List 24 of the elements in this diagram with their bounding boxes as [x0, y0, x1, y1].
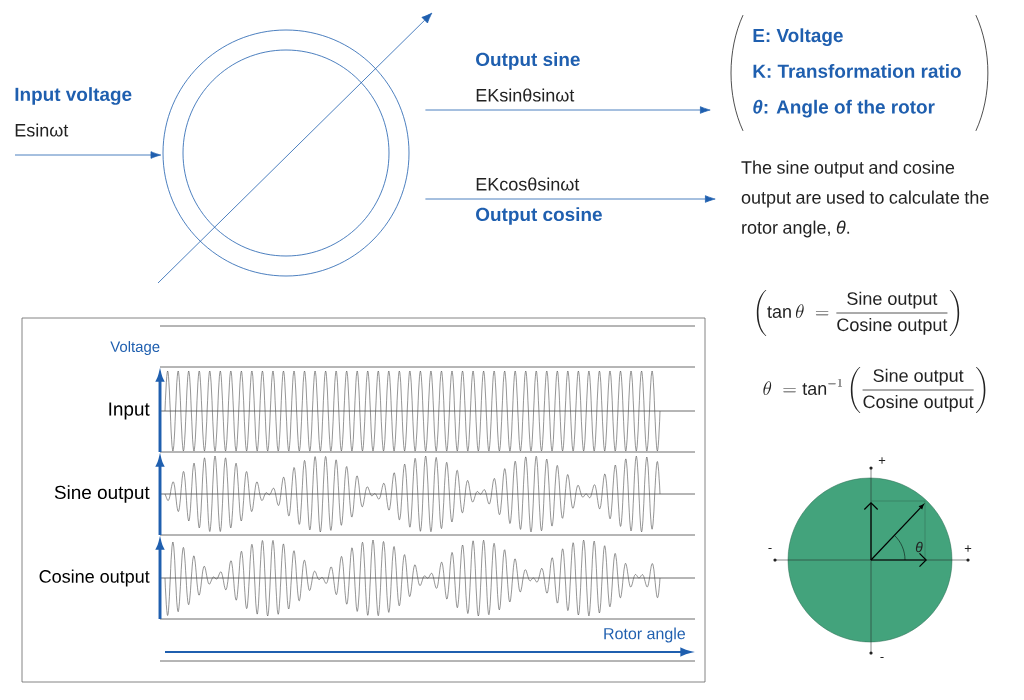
- angle-label: θ: [915, 541, 923, 553]
- axis-sign: -: [880, 657, 884, 659]
- formula-text: Esinωt: [15, 123, 69, 137]
- heading-text: Input voltage: [15, 87, 132, 105]
- axis-label: Voltage: [110, 341, 160, 355]
- formula: $\left(\tan\theta\ =\frac{\text{Sine output}}{\text{Cosine output}}\right)$: [756, 289, 960, 337]
- axis-sign: -: [768, 548, 772, 550]
- formula-text: EKcosθsinωt: [476, 177, 580, 191]
- heading-text: Output cosine: [476, 207, 602, 225]
- formula: $\theta\ =\tan^{-1}\left(\frac{\text{Sine output}}{\text{Cosine output}}\right)$: [763, 366, 986, 414]
- description-text: The sine output and cosine output are used to calculate the rotor angle, θ.: [741, 160, 989, 238]
- axis-sign: +: [878, 457, 886, 464]
- arrow: [425, 106, 711, 114]
- arrow: [14, 151, 162, 159]
- axis-sign: +: [964, 545, 972, 552]
- row-label: Cosine output: [39, 569, 150, 587]
- heading-text: Output sine: [476, 52, 580, 70]
- row-label: Input: [109, 402, 150, 420]
- axis-label: Rotor angle: [604, 627, 685, 643]
- formula-text: EKsinθsinωt: [476, 88, 575, 102]
- arrow: [425, 195, 716, 203]
- row-label: Sine output: [54, 485, 150, 503]
- resolver-symbol: [157, 12, 433, 284]
- parameter-list: E: Voltage K: Transformation ratio θ: Angle of the rotor: [730, 14, 989, 132]
